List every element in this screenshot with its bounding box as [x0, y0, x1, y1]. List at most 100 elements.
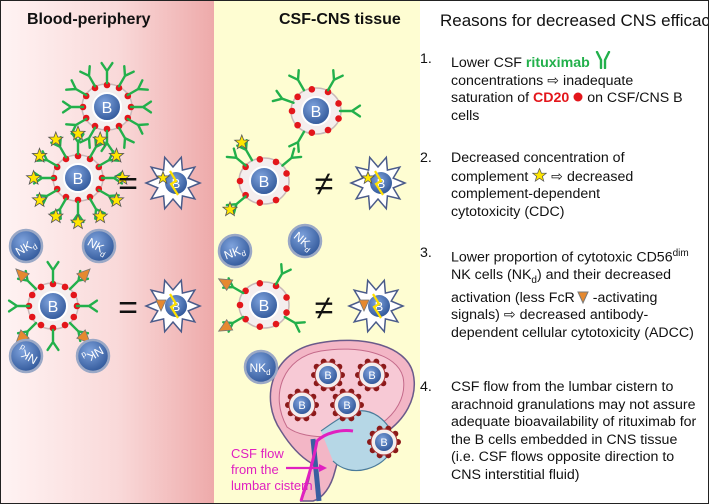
b-cell-nucleus — [38, 291, 68, 321]
b-cell-label: B — [48, 299, 59, 316]
complement-star-icon — [108, 147, 125, 163]
b-cell-nucleus — [319, 366, 337, 384]
complement-star-icon — [31, 191, 48, 208]
nk-cell: NKd — [8, 338, 44, 374]
cd20-dot-icon — [28, 313, 36, 321]
complement-star-icon — [221, 200, 239, 217]
lightning-icon — [169, 170, 179, 196]
b-cell-csf-row3: B — [217, 263, 306, 333]
y-antibody-icon — [283, 315, 306, 333]
brain-b-cell: B — [330, 388, 364, 422]
reason-number: 4. — [420, 379, 432, 395]
cd20-dot-icon — [308, 86, 316, 93]
nk-cell-body — [75, 338, 111, 374]
nk-cell-body — [217, 233, 253, 269]
y-antibody-icon — [129, 100, 153, 114]
brain-b-cell: B — [285, 388, 319, 422]
b-cell-label: B — [311, 104, 322, 121]
fcr-triangle-icon — [217, 278, 234, 292]
b-cell-csf-row2: B — [221, 133, 303, 217]
reason-text: Lower proportion of cytotoxic CD56dim NK… — [451, 245, 699, 342]
brain-b-cell: B — [355, 358, 389, 392]
cd20-dot-icon — [256, 199, 264, 206]
complement-star-icon — [92, 207, 109, 224]
b-cell-blood-row2: B — [25, 124, 131, 230]
nk-subscript: d — [31, 242, 39, 252]
fcr-triangle-icon — [217, 318, 234, 332]
b-cell-nucleus — [63, 163, 93, 193]
fcr-triangle-icon — [155, 299, 167, 312]
cd20-dot-icon — [294, 121, 301, 129]
y-antibody-icon — [595, 50, 610, 70]
fcr-triangle-icon — [15, 268, 30, 283]
cd20-dot-icon — [335, 100, 342, 107]
cd20-dot-icon — [283, 185, 290, 192]
nk-cell-body — [8, 338, 44, 374]
nk-subscript: d — [266, 368, 270, 377]
cd20-dot-icon — [103, 125, 111, 133]
y-antibody-icon — [288, 69, 306, 92]
cd20-dot-icon — [28, 291, 36, 299]
cd20-dot-icon — [308, 129, 316, 136]
y-antibody-icon — [79, 126, 97, 149]
reasons-panel: Reasons for decreased CNS efficacy 1. Lo… — [420, 1, 708, 503]
brain-b-cell: B — [367, 425, 401, 459]
y-antibody-icon — [281, 147, 303, 167]
cd20-dot-icon — [86, 155, 94, 163]
complement-star-icon — [47, 207, 64, 224]
cd20-dot-icon — [256, 323, 264, 330]
complement-star-icon — [31, 147, 48, 163]
lysed-b-cell-icon: B — [347, 278, 405, 334]
rituximab-label: rituximab — [525, 55, 590, 71]
reason-text: Decreased concentration of complement ⇨ … — [451, 150, 661, 221]
cd20-dot-icon — [288, 107, 296, 115]
cd20-dot-icon — [256, 280, 264, 287]
complement-star-icon — [92, 130, 109, 147]
complement-star-icon — [47, 130, 64, 147]
nk-cell: NKd — [243, 349, 279, 385]
lightning-icon — [169, 293, 179, 319]
nk-subscript: d — [98, 249, 106, 259]
cd20-label: CD20 — [533, 90, 570, 106]
b-cell-label: B — [343, 400, 350, 412]
blood-periphery-title: Blood-periphery — [27, 11, 151, 28]
b-cell-nucleus — [338, 396, 356, 414]
fcr-triangle-icon — [76, 329, 91, 344]
nk-cell-body — [287, 223, 323, 259]
y-antibody-icon — [225, 147, 247, 167]
b-cell-nucleus — [368, 295, 390, 317]
reason-subscript: d — [531, 275, 537, 287]
reason-text: Lower CSF rituximab concentrations ⇨ ina… — [451, 50, 699, 125]
complement-star-icon — [360, 170, 376, 185]
cd20-dot-icon — [62, 155, 70, 163]
nk-subscript: d — [240, 249, 247, 259]
cd20-dot-icon — [91, 84, 99, 92]
lysed-b-cell-icon: B — [144, 155, 202, 211]
reason-text-part: -activating signals) ⇨ decreased antibod… — [451, 289, 694, 341]
y-antibody-icon — [117, 126, 135, 149]
cd20-dot-icon — [272, 282, 280, 290]
y-antibody-icon — [100, 61, 114, 85]
cd20-dot-icon — [103, 81, 111, 89]
not-equal-sign: ≠ — [315, 289, 334, 327]
y-antibody-icon — [274, 263, 292, 286]
y-antibody-icon — [75, 299, 99, 313]
complement-star-icon — [69, 213, 87, 230]
cd20-dot-icon — [294, 93, 301, 101]
y-antibody-icon — [288, 130, 306, 153]
reasons-title: Reasons for decreased CNS efficacy — [440, 11, 709, 30]
b-cell-csf-row1: B — [271, 69, 362, 153]
cd20-dot-icon — [61, 321, 69, 329]
reason-text-part: ⇨ decreased complement-dependent cytotox… — [451, 168, 634, 220]
b-cell-label: B — [172, 299, 181, 314]
nk-cell: NKd — [217, 233, 253, 269]
cd20-dot-icon — [272, 158, 280, 166]
b-cell-nucleus — [165, 172, 187, 194]
cd20-dot-icon — [37, 321, 45, 329]
complement-star-icon — [233, 133, 250, 150]
b-cell-nucleus — [370, 172, 392, 194]
reason-text-part: Lower CSF — [451, 55, 526, 71]
cd20-dot-icon — [74, 196, 82, 204]
